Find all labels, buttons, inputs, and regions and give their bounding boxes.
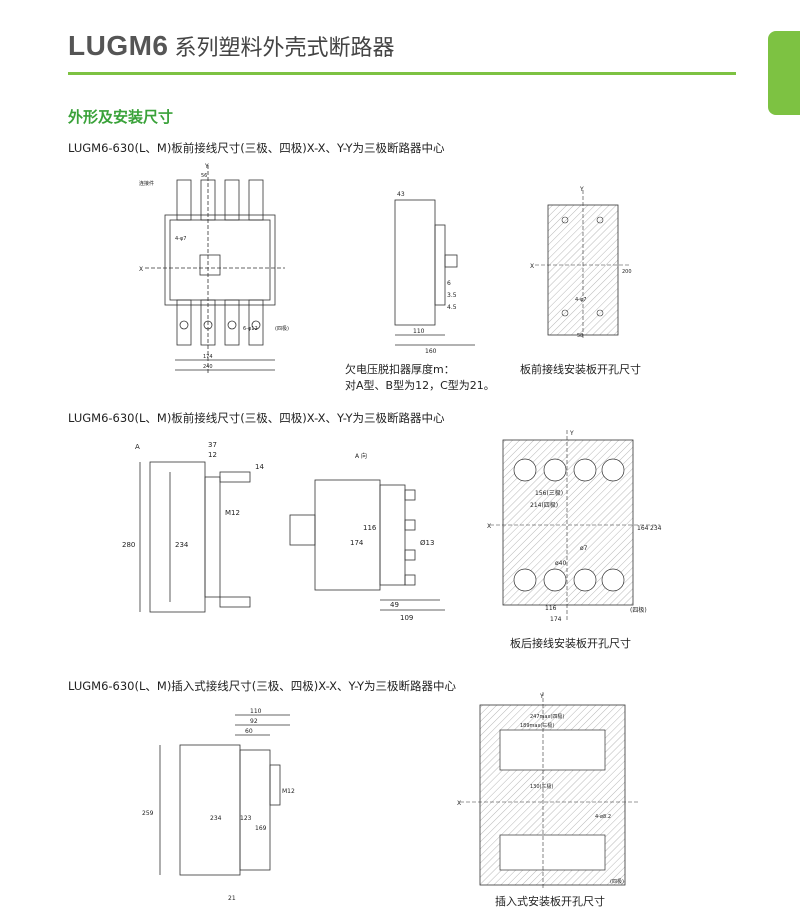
d6-234: 234 (650, 525, 662, 532)
drawing-view-a: A 向 174 116 Ø13 49 109 (289, 452, 445, 622)
d4-37: 37 (208, 441, 217, 449)
d4-280: 280 (122, 541, 135, 549)
brand-name: LUGM6 (68, 30, 169, 61)
note-front-panel: 板前接线安装板开孔尺寸 (520, 363, 641, 376)
d4-m12: M12 (225, 509, 240, 517)
d7-234: 234 (210, 815, 222, 822)
d5-phi13: Ø13 (420, 539, 434, 547)
drawing-plugin-side-view: 110 92 60 259 234 123 169 M12 21 (142, 708, 295, 902)
d3-4phi7: 4-φ7 (575, 297, 586, 303)
d7-259: 259 (142, 810, 154, 817)
d4-14: 14 (255, 463, 264, 471)
d5-109: 109 (400, 614, 413, 622)
d7-110: 110 (250, 708, 262, 715)
d6-x: X (487, 523, 491, 530)
side-tab (768, 31, 800, 115)
d3-y: Y (579, 186, 584, 193)
d3-x: X (530, 263, 534, 270)
caption-rear-wiring: LUGM6-630(L、M)板前接线尺寸(三极、四极)X-X、Y-Y为三极断路器… (68, 411, 445, 425)
d8-247: 247max(四极) (530, 713, 564, 720)
note-undervoltage: 欠电压脱扣器厚度m： 对A型、B型为12，C型为21。 (345, 362, 495, 394)
d6-116: 116 (545, 605, 557, 612)
d1-4phi7: 4-φ7 (175, 236, 186, 242)
d1-6phi12: 6-φ12 (243, 326, 258, 332)
d2-160: 160 (425, 348, 437, 355)
note-plugin-panel: 插入式安装板开孔尺寸 (495, 895, 605, 908)
d1-240: 240 (203, 364, 213, 370)
d8-189: 189max(三极) (520, 722, 554, 729)
d3-200: 200 (622, 269, 632, 275)
drawing-front-view: Y X 56 连接件 4-φ7 174 240 6-φ12 (四极) (139, 163, 289, 375)
drawing-rear-panel-cutout: Y X 156(三极) 214(四极) ø7 ø40 164 234 116 1… (487, 430, 662, 623)
d6-156: 156(三极) (535, 489, 563, 497)
drawing-front-panel-cutout: Y X 200 4-φ7 58 (530, 186, 632, 340)
drawing-rear-side-view: A 37 12 14 M12 280 234 (122, 441, 264, 613)
d3-58: 58 (577, 333, 583, 339)
section-title: 外形及安装尺寸 (68, 108, 174, 126)
d5-174: 174 (350, 539, 364, 547)
d6-164: 164 (637, 525, 649, 532)
d2-35: 3.5 (447, 292, 457, 299)
caption-plugin-wiring: LUGM6-630(L、M)插入式接线尺寸(三极、四极)X-X、Y-Y为三极断路… (68, 679, 457, 693)
d8-130: 130(三极) (530, 783, 553, 790)
d7-60: 60 (245, 728, 253, 735)
page-subtitle: 系列塑料外壳式断路器 (174, 35, 395, 60)
d5-49: 49 (390, 601, 399, 609)
d1-56: 56 (201, 173, 207, 179)
d8-x: X (457, 800, 461, 807)
d7-169: 169 (255, 825, 267, 832)
d7-21: 21 (228, 895, 236, 902)
caption-front-wiring: LUGM6-630(L、M)板前接线尺寸(三极、四极)X-X、Y-Y为三极断路器… (68, 141, 445, 155)
d2-45: 4.5 (447, 304, 457, 311)
note-undervoltage-1: 欠电压脱扣器厚度m： (345, 363, 455, 376)
drawing-side-view: 43 6 3.5 4.5 110 160 (394, 191, 475, 355)
d7-m12: M12 (282, 788, 295, 795)
d1-label: 连接件 (139, 180, 154, 187)
drawing-plugin-panel-cutout: Y X 247max(四极) 189max(三极) 130(三极) 4-ø8.2… (457, 692, 640, 888)
d1-174: 174 (203, 354, 213, 360)
d4-a: A (135, 443, 140, 451)
note-undervoltage-2: 对A型、B型为12，C型为21。 (345, 379, 495, 392)
d4-12: 12 (208, 451, 217, 459)
d2-6: 6 (447, 280, 451, 287)
d1-y: Y (204, 163, 209, 170)
d1-four: (四极) (275, 325, 289, 332)
d6-y: Y (569, 430, 574, 437)
title-rule (68, 72, 736, 75)
d2-43: 43 (397, 191, 405, 198)
d1-x: X (139, 266, 143, 273)
d6-phi7: ø7 (580, 545, 588, 552)
d8-four: (四极) (610, 878, 624, 885)
d7-123: 123 (240, 815, 252, 822)
d5-116: 116 (363, 524, 377, 532)
d6-214: 214(四极) (530, 501, 558, 509)
d6-174: 174 (550, 616, 562, 623)
note-rear-panel: 板后接线安装板开孔尺寸 (510, 637, 631, 650)
d2-110: 110 (413, 328, 425, 335)
d6-phi40: ø40 (555, 560, 566, 567)
d5-a: A 向 (355, 452, 367, 460)
d4-234: 234 (175, 541, 189, 549)
d6-four: (四极) (630, 606, 647, 614)
d8-y: Y (539, 693, 544, 700)
d8-4phi82: 4-ø8.2 (595, 814, 611, 820)
d7-92: 92 (250, 718, 258, 725)
